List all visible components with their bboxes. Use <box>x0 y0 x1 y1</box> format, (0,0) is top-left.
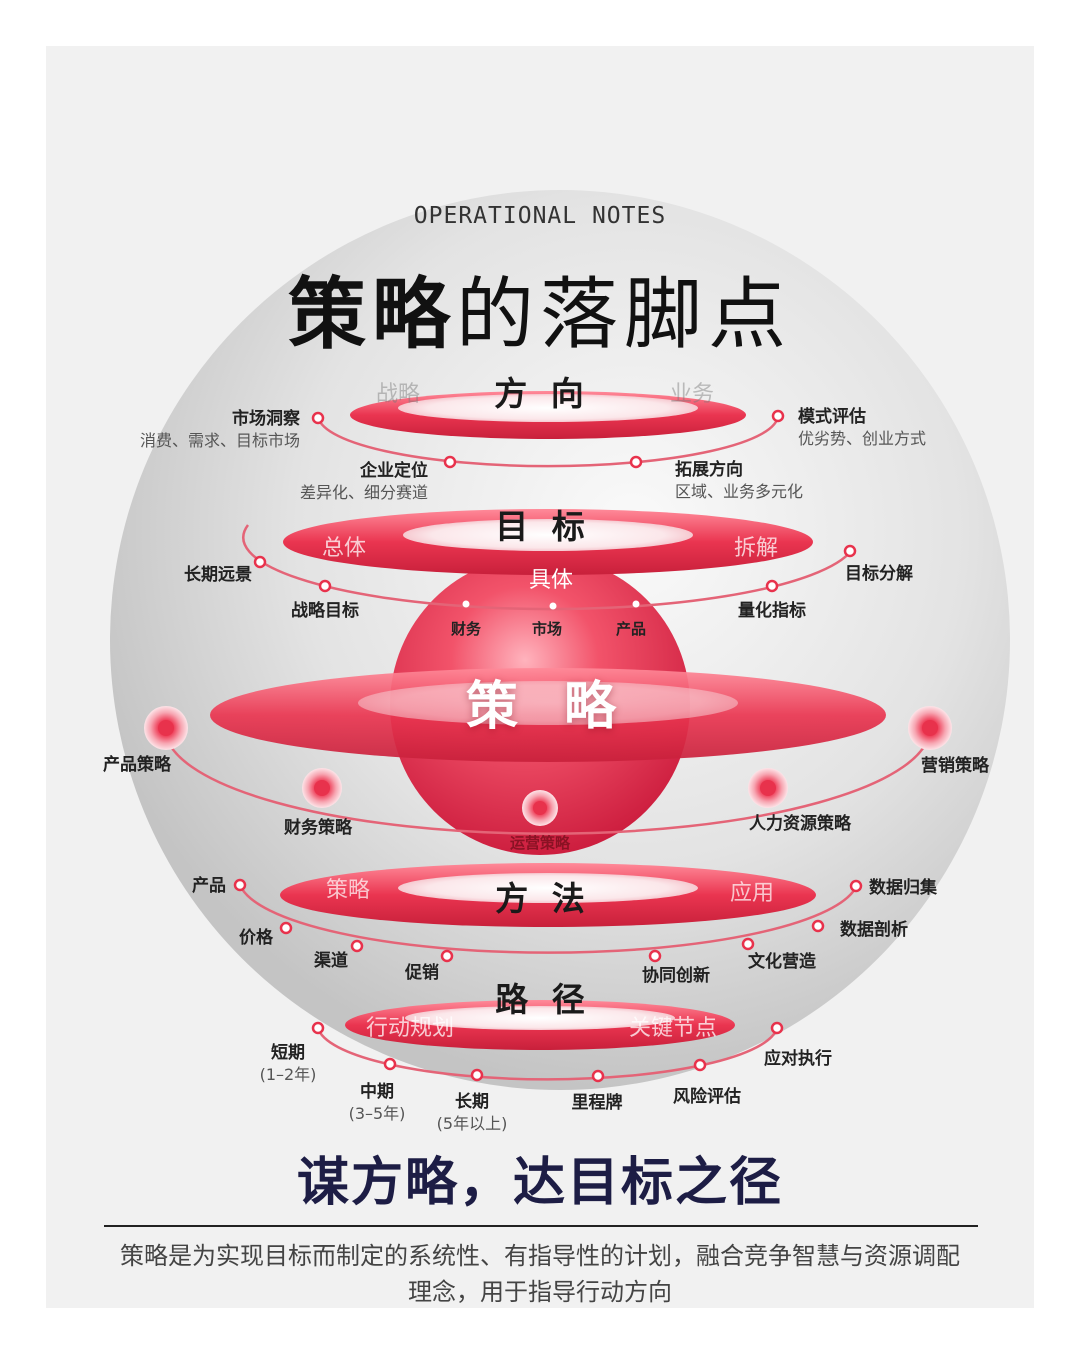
ring-path <box>316 1000 779 1081</box>
label-sub: 消费、需求、目标市场 <box>139 431 300 450</box>
label-short-term: 短期 (1–2年) <box>260 1042 317 1086</box>
marker-dots <box>233 409 863 1083</box>
method-left-word: 策略 <box>325 878 371 903</box>
ring-strategy <box>163 668 932 835</box>
path-right-word: 关键节点 <box>628 1016 718 1041</box>
direction-right-word: 业务 <box>669 382 715 407</box>
label-sub: 优劣势、创业方式 <box>798 429 927 448</box>
label-sub: (5年以上) <box>436 1114 508 1133</box>
layer-title-method: 方 法 <box>495 879 591 918</box>
ring-goal <box>242 509 853 611</box>
label-data-analysis: 数据剖析 <box>840 920 908 940</box>
subtitle-operational-notes: OPERATIONAL NOTES <box>413 203 667 229</box>
label-channel: 渠道 <box>314 951 348 971</box>
label-quant-metrics: 量化指标 <box>738 601 806 621</box>
description: 策略是为实现目标而制定的系统性、有指导性的计划，融合竞争智慧与资源调配理念，用于… <box>120 1242 960 1306</box>
title-bold: 策略 <box>287 270 456 360</box>
layer-title-goal: 目 标 <box>495 507 591 546</box>
label-name: 中期 <box>359 1082 394 1102</box>
label-mid-term: 中期 (3–5年) <box>349 1081 406 1125</box>
label-co-innovation: 协同创新 <box>642 966 710 986</box>
label-marketing-strategy: 营销策略 <box>921 756 989 776</box>
label-name: 企业定位 <box>360 461 428 481</box>
label-product-strategy: 产品策略 <box>103 755 171 775</box>
label-market: 市场 <box>531 620 563 638</box>
label-long-term: 长期 (5年以上) <box>437 1091 508 1135</box>
label-positioning: 企业定位 差异化、细分赛道 <box>300 460 428 504</box>
goal-inner-dots <box>462 600 640 610</box>
divider <box>104 1225 978 1227</box>
label-name: 市场洞察 <box>232 409 300 429</box>
label-model-eval: 模式评估 优劣势、创业方式 <box>798 406 926 450</box>
label-expansion: 拓展方向 区域、业务多元化 <box>675 459 803 503</box>
label-sub: 区域、业务多元化 <box>675 482 804 501</box>
goal-right-word: 拆解 <box>733 536 779 561</box>
layer-title-path: 路 径 <box>495 980 591 1019</box>
layer-title-direction: 方 向 <box>494 374 590 413</box>
goal-center-word: 具体 <box>528 568 574 593</box>
label-name: 模式评估 <box>798 407 866 427</box>
label-sub: (1–2年) <box>259 1065 317 1084</box>
label-price: 价格 <box>239 928 273 948</box>
label-name: 短期 <box>270 1043 305 1063</box>
goal-left-word: 总体 <box>321 536 367 561</box>
strategy-nodes <box>144 706 952 826</box>
label-risk-eval: 风险评估 <box>673 1087 741 1107</box>
label-m-product: 产品 <box>192 876 226 896</box>
ring-method <box>238 863 859 954</box>
label-strategic-goal: 战略目标 <box>291 601 359 621</box>
label-goal-breakdown: 目标分解 <box>845 564 913 584</box>
label-operation-strategy: 运营策略 <box>509 834 571 852</box>
label-finance: 财务 <box>450 620 482 638</box>
label-name: 长期 <box>454 1092 489 1112</box>
ring-direction <box>316 391 780 468</box>
label-sub: 差异化、细分赛道 <box>299 483 428 502</box>
layer-title-strategy: 策 略 <box>465 677 631 737</box>
label-market-insight: 市场洞察 消费、需求、目标市场 <box>140 408 300 452</box>
direction-left-word: 战略 <box>375 382 421 407</box>
label-promotion: 促销 <box>405 963 439 983</box>
label-product: 产品 <box>615 620 647 638</box>
title-light: 的落脚点 <box>456 270 793 360</box>
label-response: 应对执行 <box>764 1049 832 1069</box>
page-title: 策略的落脚点 <box>288 252 792 364</box>
label-data-collection: 数据归集 <box>869 878 937 898</box>
slogan: 谋方略，达目标之径 <box>296 1153 784 1213</box>
label-hr-strategy: 人力资源策略 <box>749 814 851 834</box>
label-name: 拓展方向 <box>675 460 743 480</box>
label-finance-strategy: 财务策略 <box>284 818 352 838</box>
label-culture: 文化营造 <box>748 952 816 972</box>
label-long-vision: 长期远景 <box>184 565 252 585</box>
method-right-word: 应用 <box>729 881 775 906</box>
label-sub: (3–5年) <box>348 1104 406 1123</box>
path-left-word: 行动规划 <box>365 1016 455 1041</box>
label-milestone: 里程牌 <box>571 1093 623 1113</box>
